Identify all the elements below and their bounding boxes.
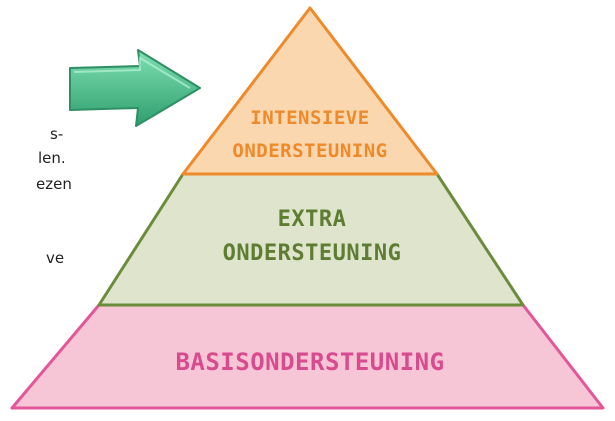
side-text-line: ezen xyxy=(36,175,72,193)
pyramid-tier-basis: BASISONDERSTEUNING xyxy=(10,303,605,410)
side-text-line: s- xyxy=(50,125,64,143)
side-text-line: ve xyxy=(46,249,65,267)
cropped-side-text: s- len. ezen ve xyxy=(0,0,80,300)
tier-label-intensieve-line1: INTENSIEVE xyxy=(250,107,369,129)
tier-label-basis: BASISONDERSTEUNING xyxy=(175,348,444,376)
tier-label-extra-line2: ONDERSTEUNING xyxy=(223,241,402,266)
arrow-right-icon xyxy=(69,49,201,127)
tier-label-extra-line1: EXTRA xyxy=(278,207,347,232)
tier-label-intensieve-line2: ONDERSTEUNING xyxy=(232,140,387,162)
side-text-line: len. xyxy=(38,149,66,167)
pyramid-tier-extra: EXTRA ONDERSTEUNING xyxy=(97,172,525,307)
pyramid-tier-intensieve: INTENSIEVE ONDERSTEUNING xyxy=(181,6,439,176)
